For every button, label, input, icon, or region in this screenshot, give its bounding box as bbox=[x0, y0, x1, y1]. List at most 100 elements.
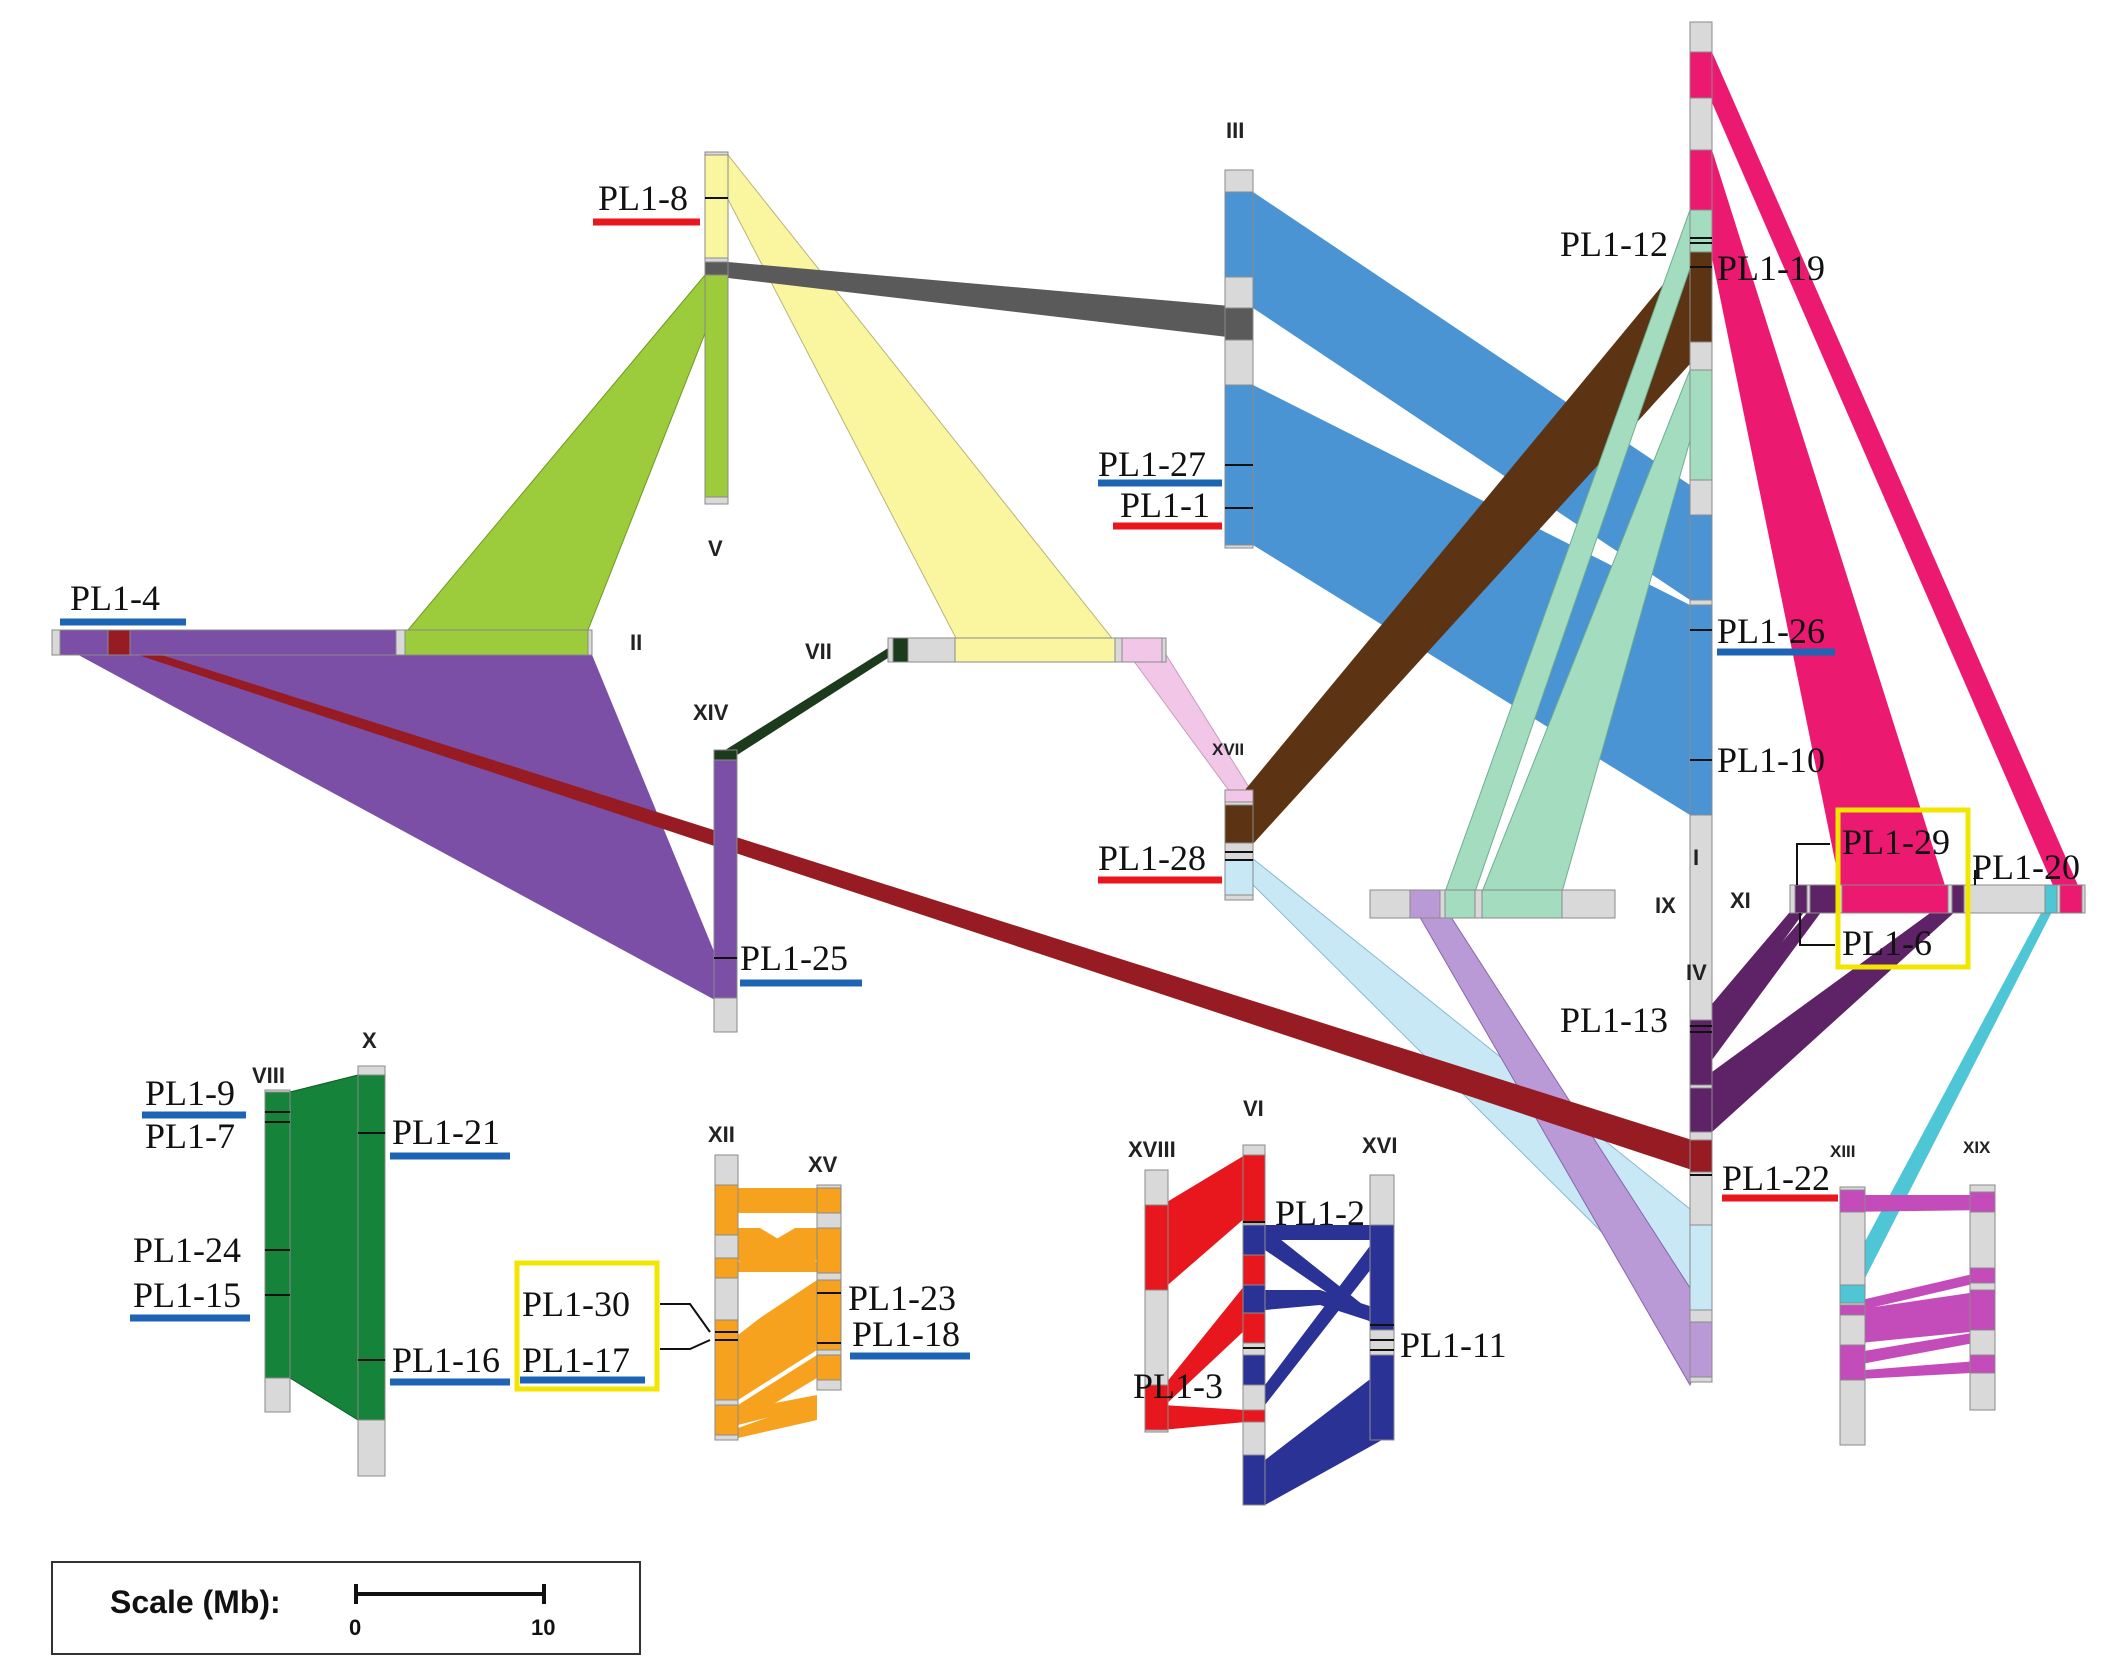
gene-label-pl1-4: PL1-4 bbox=[70, 578, 160, 618]
chromosome-label-ii: II bbox=[630, 630, 642, 655]
chromosome-xi bbox=[1789, 884, 2086, 914]
gene-label-pl1-24: PL1-24 bbox=[133, 1230, 241, 1270]
gene-ticks bbox=[265, 197, 1976, 1361]
ribbon-i-xi-magenta-a bbox=[1690, 150, 1948, 895]
ribbon-xii-xv-f bbox=[738, 1395, 817, 1425]
chromosome-label-xvi: XVI bbox=[1362, 1133, 1397, 1158]
gene-label-pl1-12: PL1-12 bbox=[1560, 224, 1668, 264]
ribbon-xviii-vi-c bbox=[1162, 1405, 1265, 1430]
gene-label-pl1-19: PL1-19 bbox=[1717, 248, 1825, 288]
chromosome-ix bbox=[1369, 889, 1616, 919]
ribbon-vi-xvi-c bbox=[1265, 1290, 1382, 1325]
gene-label-pl1-28: PL1-28 bbox=[1098, 838, 1206, 878]
chromosome-x bbox=[357, 1065, 386, 1477]
gene-label-pl1-9: PL1-9 bbox=[145, 1073, 235, 1113]
ribbon-vi-xvi-e bbox=[1265, 1370, 1382, 1505]
gene-label-pl1-23: PL1-23 bbox=[848, 1278, 956, 1318]
ribbon-xviii-vi-b bbox=[1162, 1285, 1265, 1408]
ribbon-i-xi-magenta-b bbox=[1690, 52, 2080, 890]
ribbon-xiii-xix-c bbox=[1840, 1290, 1990, 1345]
chromosome-labels: III V II VII XIV XVII I IX XI IV VIII X … bbox=[252, 118, 1991, 1177]
ribbon-v-iii bbox=[728, 262, 1253, 340]
chromosome-ii bbox=[51, 629, 593, 656]
chromosome-label-xv: XV bbox=[808, 1152, 838, 1177]
synteny-ribbons bbox=[60, 52, 2080, 1505]
chromosome-label-iv: IV bbox=[1686, 960, 1707, 985]
chromosome-label-viii: VIII bbox=[252, 1063, 285, 1088]
ribbon-v-vii bbox=[704, 154, 1117, 643]
chromosome-label-xiii: XIII bbox=[1830, 1142, 1856, 1161]
chromosome-label-vi: VI bbox=[1243, 1096, 1264, 1121]
ribbon-xiii-xix-a bbox=[1840, 1195, 1990, 1212]
ribbon-xvii-i bbox=[1230, 252, 1710, 845]
chromosome-vii bbox=[887, 637, 1167, 663]
gene-label-pl1-25: PL1-25 bbox=[740, 938, 848, 978]
chromosome-label-x: X bbox=[362, 1028, 377, 1053]
highlight-box-pl1-30-17 bbox=[514, 1260, 660, 1392]
chromosome-label-xviii: XVIII bbox=[1128, 1137, 1176, 1162]
ribbon-xi-xiii bbox=[1840, 900, 2058, 1288]
gene-label-pl1-16: PL1-16 bbox=[392, 1340, 500, 1380]
ribbon-xi-iv-b bbox=[1690, 900, 1830, 1060]
chromosome-xiv bbox=[713, 749, 738, 1033]
gene-label-pl1-10: PL1-10 bbox=[1717, 740, 1825, 780]
ribbon-xi-iv-c bbox=[1690, 900, 1968, 1132]
gene-label-pl1-15: PL1-15 bbox=[133, 1275, 241, 1315]
ribbon-xii-xv-c bbox=[738, 1228, 817, 1272]
ribbon-vii-xiv bbox=[714, 645, 908, 757]
ribbon-ii-iv bbox=[108, 645, 1692, 1170]
chromosome-label-v: V bbox=[708, 536, 723, 561]
chromosome-label-i: I bbox=[1693, 845, 1699, 870]
ribbon-xiii-xix-b bbox=[1840, 1270, 1990, 1315]
scale-title: Scale (Mb): bbox=[110, 1584, 281, 1620]
ribbon-xii-xv-a bbox=[738, 1188, 817, 1213]
ribbon-vi-xvi-a bbox=[1265, 1225, 1382, 1240]
ribbon-xi-iv-a bbox=[1690, 900, 1813, 1038]
chromosome-xviii bbox=[1144, 1169, 1169, 1433]
chromosome-label-xvii: XVII bbox=[1212, 740, 1244, 759]
gene-label-pl1-6: PL1-6 bbox=[1842, 923, 1932, 963]
highlight-boxes bbox=[514, 807, 1971, 1392]
gene-label-pl1-21: PL1-21 bbox=[392, 1112, 500, 1152]
chromosome-v bbox=[704, 151, 729, 505]
ribbon-xiii-xix-e bbox=[1840, 1360, 1990, 1380]
scale-box bbox=[51, 1561, 641, 1655]
chromosome-xv bbox=[816, 1184, 842, 1391]
highlight-box-pl1-29-6 bbox=[1835, 807, 1971, 970]
chromosome-label-xii: XII bbox=[708, 1122, 735, 1147]
gene-label-pl1-29: PL1-29 bbox=[1842, 822, 1950, 862]
ribbon-xii-xv-d bbox=[738, 1280, 817, 1400]
gene-label-pl1-20: PL1-20 bbox=[1972, 847, 2080, 887]
chromosome-label-xix: XIX bbox=[1963, 1138, 1991, 1157]
gene-label-pl1-7: PL1-7 bbox=[145, 1116, 235, 1156]
chromosome-xix bbox=[1969, 1184, 1996, 1411]
gene-label-pl1-22: PL1-22 bbox=[1722, 1158, 1830, 1198]
ribbon-iii-i-upper bbox=[1253, 192, 1690, 600]
gene-label-pl1-30: PL1-30 bbox=[522, 1284, 630, 1324]
chromosome-xvii bbox=[1224, 789, 1254, 901]
ribbon-ii-xiv bbox=[60, 645, 734, 1000]
gene-label-pl1-1: PL1-1 bbox=[1120, 485, 1210, 525]
gene-label-pl1-11: PL1-11 bbox=[1400, 1325, 1507, 1365]
chromosome-vi bbox=[1242, 1144, 1266, 1506]
chromosome-xvi bbox=[1369, 1174, 1395, 1441]
scale-min-label: 0 bbox=[349, 1615, 361, 1640]
chromosome-iii bbox=[1224, 169, 1254, 549]
gene-label-pl1-3: PL1-3 bbox=[1133, 1366, 1223, 1406]
gene-label-pl1-2: PL1-2 bbox=[1275, 1193, 1365, 1233]
chromosome-label-ix: IX bbox=[1655, 893, 1676, 918]
scale-legend: Scale (Mb): 0 10 bbox=[51, 1561, 641, 1655]
gene-label-pl1-13: PL1-13 bbox=[1560, 1000, 1668, 1040]
gene-label-pl1-17: PL1-17 bbox=[522, 1340, 630, 1380]
chromosome-label-xiv: XIV bbox=[693, 700, 729, 725]
chromosome-i bbox=[1689, 21, 1713, 1383]
ribbon-v-ii bbox=[406, 274, 729, 631]
scale-max-label: 10 bbox=[531, 1615, 555, 1640]
gene-label-pl1-27: PL1-27 bbox=[1098, 444, 1206, 484]
gene-label-pl1-8: PL1-8 bbox=[598, 178, 688, 218]
chromosome-label-xi: XI bbox=[1730, 888, 1751, 913]
chromosome-label-vii: VII bbox=[805, 639, 832, 664]
ribbon-xiii-xix-d bbox=[1840, 1330, 1990, 1368]
